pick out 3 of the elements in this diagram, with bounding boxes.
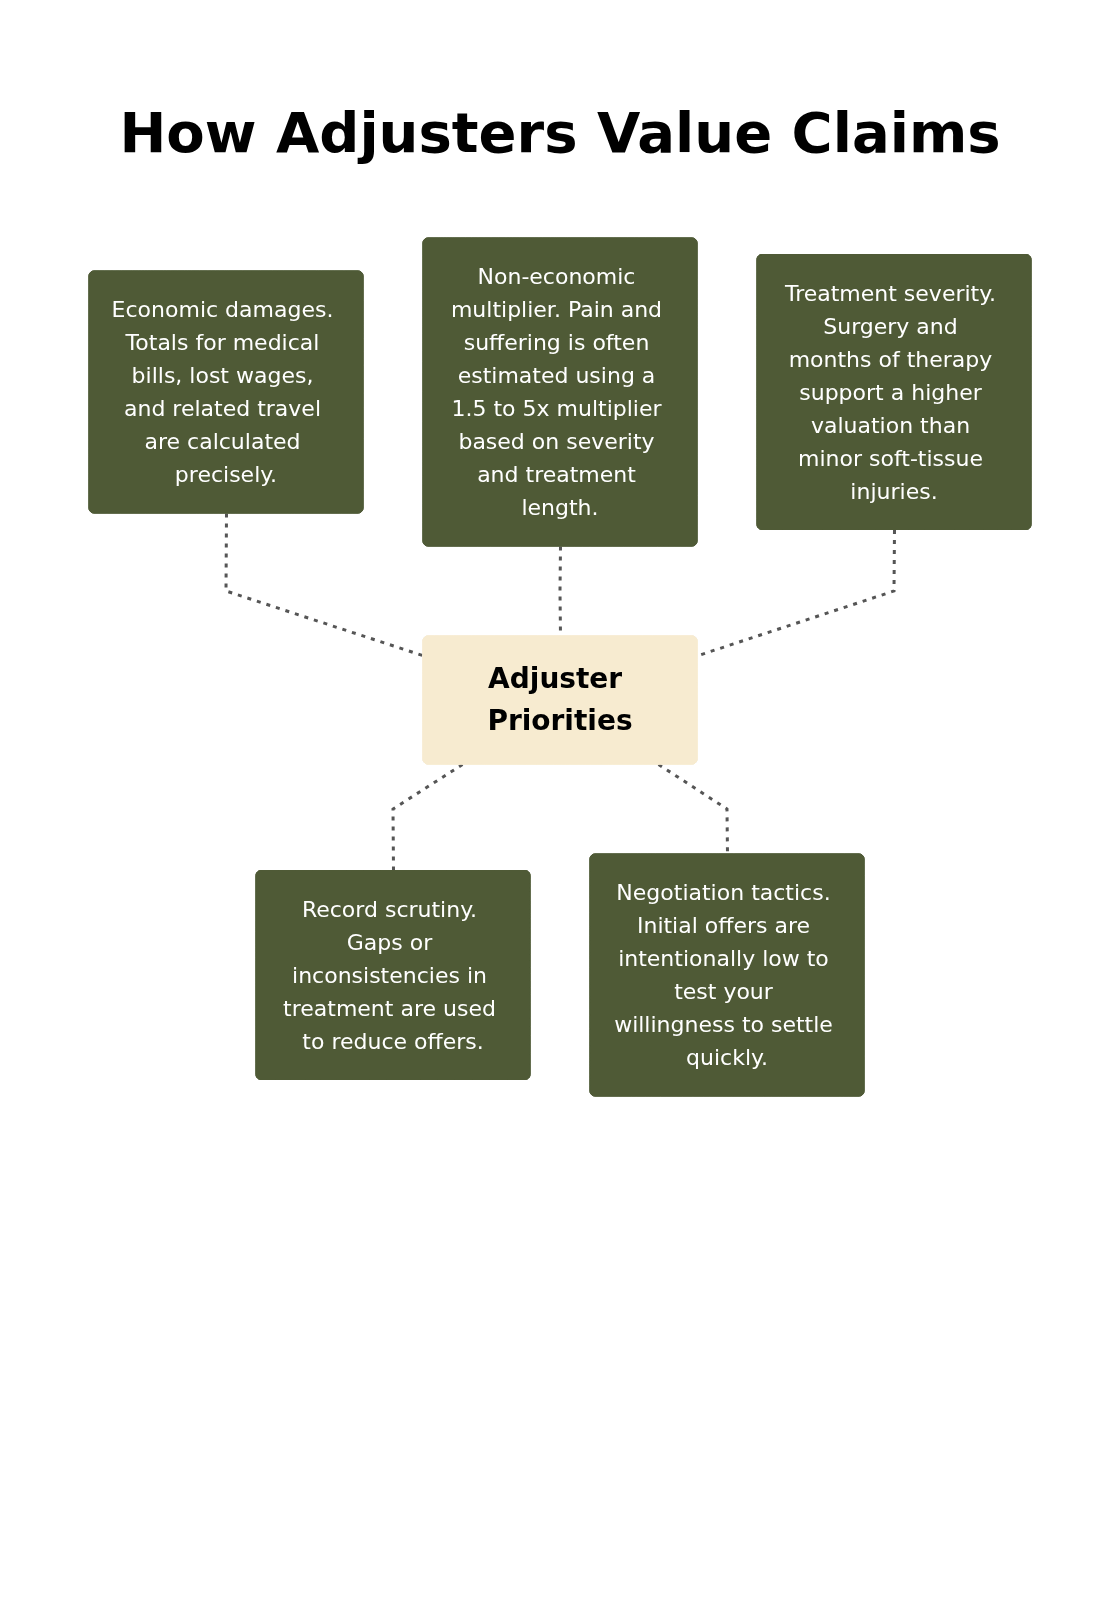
connector: [224, 513, 424, 658]
connector: [391, 763, 464, 871]
diagram-title: How Adjusters Value Claims: [118, 100, 1002, 165]
